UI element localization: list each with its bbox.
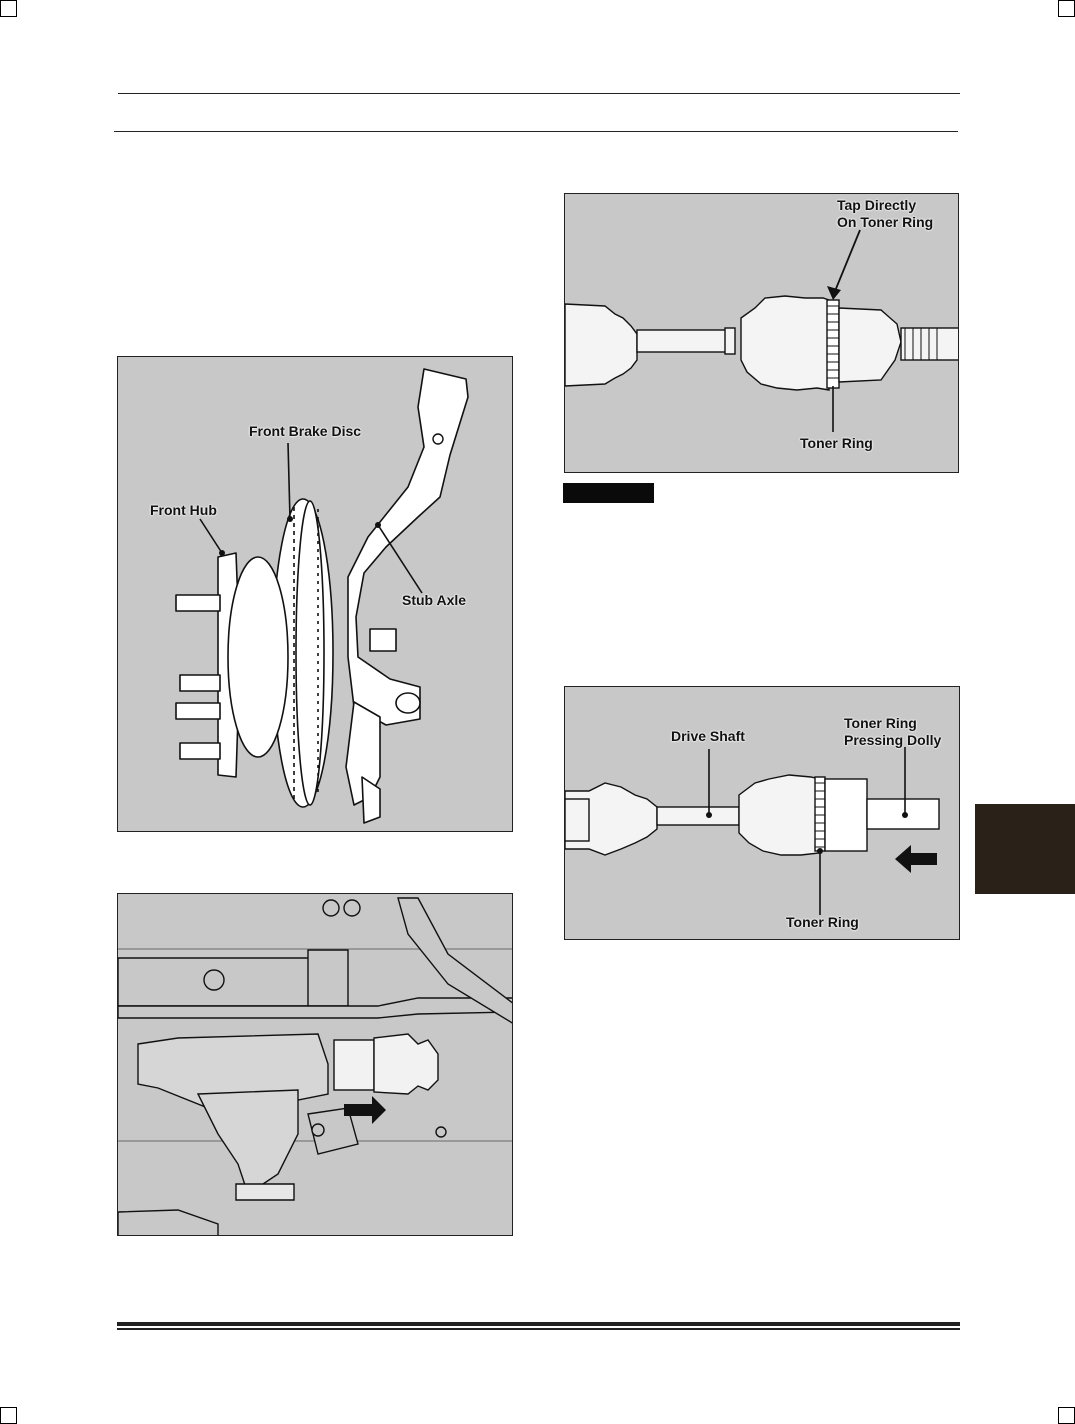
footer-rule-thick xyxy=(117,1322,960,1326)
note-bar xyxy=(563,483,654,503)
figure-differential-drive-shaft xyxy=(117,893,513,1236)
figure-front-hub-assembly: Front Brake Disc Front Hub Stub Axle xyxy=(117,356,513,832)
header-rule-bottom xyxy=(114,131,958,132)
label-tap-directly-on-toner-ring: Tap Directly On Toner Ring xyxy=(837,197,934,230)
label-front-hub: Front Hub xyxy=(150,502,217,518)
crop-mark-bottom-left xyxy=(0,1407,17,1424)
figure-toner-ring-tap: Tap Directly On Toner Ring Toner Ring xyxy=(564,193,959,473)
section-thumb-tab xyxy=(975,804,1075,894)
label-toner-ring-top: Toner Ring xyxy=(800,435,873,451)
header-rule-top xyxy=(118,93,960,94)
label-toner-ring-bottom: Toner Ring xyxy=(786,914,859,930)
label-front-brake-disc: Front Brake Disc xyxy=(249,423,362,439)
crop-mark-top-right xyxy=(1058,0,1075,17)
label-toner-ring-pressing-dolly: Toner Ring Pressing Dolly xyxy=(844,715,942,748)
figure-toner-ring-pressing-dolly: Drive Shaft Toner Ring Pressing Dolly To… xyxy=(564,686,960,940)
crop-mark-top-left xyxy=(0,0,17,17)
toner-ring-shaft-drawing xyxy=(565,229,958,432)
label-drive-shaft: Drive Shaft xyxy=(671,728,745,744)
crop-mark-bottom-right xyxy=(1058,1407,1075,1424)
hub-assembly-drawing xyxy=(175,368,469,824)
differential-drawing xyxy=(118,897,512,1235)
label-stub-axle: Stub Axle xyxy=(402,592,467,608)
pressing-dolly-drawing xyxy=(565,747,940,915)
footer-rule-thin xyxy=(117,1328,960,1330)
